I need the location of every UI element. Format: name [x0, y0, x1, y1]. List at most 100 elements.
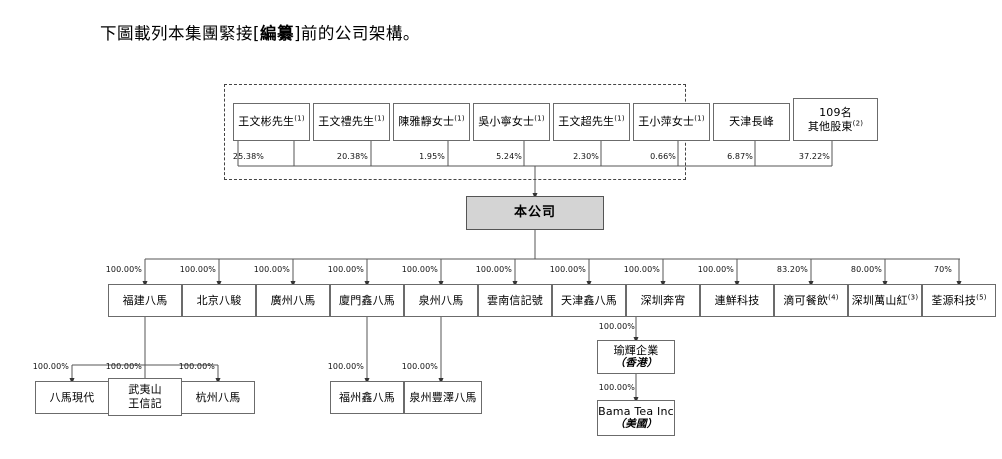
- subsubsidiary-pct-fuzhou-xin-bama: 100.00%: [327, 362, 364, 371]
- subsubsidiary-box-bama-tea-inc-us[interactable]: Bama Tea Inc （美國）: [597, 400, 675, 436]
- subsubsidiary-name: Bama Tea Inc: [598, 404, 674, 418]
- subsidiary-pct-shenzhen-benxiao: 100.00%: [623, 265, 660, 274]
- shareholder-name: 吳小寧女士: [478, 115, 535, 129]
- shareholder-pct-wu-xiaoning: 5.24%: [496, 152, 522, 161]
- subsubsidiary-pct-wuyishan-wangxinji: 100.00%: [105, 362, 142, 371]
- subsidiary-pct-yunnan-xinjihao: 100.00%: [475, 265, 512, 274]
- subsidiary-name: 連鮮科技: [714, 293, 760, 307]
- subsidiary-name: 廣州八馬: [270, 293, 316, 307]
- footnote-marker: (3): [907, 292, 919, 301]
- footnote-marker: (1): [294, 114, 305, 123]
- footnote-marker: (1): [694, 114, 705, 123]
- subsubsidiary-box-quanzhou-fengze-bama[interactable]: 泉州豐澤八馬: [404, 381, 482, 414]
- subsidiary-box-quanyuan-keji[interactable]: 荃源科技(5): [922, 284, 996, 317]
- subsidiary-pct-shenzhen-wanshanhong: 80.00%: [850, 265, 882, 274]
- subsubsidiary-box-wuyishan-wangxinji[interactable]: 武夷山 王信記: [108, 378, 182, 416]
- company-box-main[interactable]: 本公司: [466, 196, 604, 230]
- subsidiary-pct-lianxian-keji: 100.00%: [697, 265, 734, 274]
- subsubsidiary-pct-bama-xiandai: 100.00%: [32, 362, 69, 371]
- footnote-marker: (5): [976, 292, 987, 301]
- subsidiary-box-beijing-bajun[interactable]: 北京八駿: [182, 284, 256, 317]
- shareholder-box-wang-wenbin[interactable]: 王文彬先生(1): [233, 103, 310, 141]
- shareholder-box-wang-xiaoping[interactable]: 王小萍女士(1): [633, 103, 710, 141]
- subsidiary-name: 北京八駿: [196, 293, 242, 307]
- shareholder-pct-wang-wenbin: 25.38%: [232, 152, 264, 161]
- subsubsidiary-jurisdiction: （美國）: [614, 418, 658, 431]
- shareholder-pct-other-shareholders: 37.22%: [798, 152, 830, 161]
- subsidiary-box-shenzhen-wanshanhong[interactable]: 深圳萬山紅(3): [848, 284, 922, 317]
- subsidiary-box-lianxian-keji[interactable]: 連鮮科技: [700, 284, 774, 317]
- shareholder-box-wu-xiaoning[interactable]: 吳小寧女士(1): [473, 103, 550, 141]
- subsidiary-pct-quanzhou-bama: 100.00%: [401, 265, 438, 274]
- subsidiary-name: 福建八馬: [122, 293, 168, 307]
- shareholder-name-line1: 109名: [819, 105, 852, 119]
- subsidiary-name: 滴可餐飲: [783, 293, 829, 307]
- footnote-marker: (1): [614, 114, 625, 123]
- subsubsidiary-jurisdiction: （香港）: [614, 357, 658, 370]
- shareholder-box-tianjin-changfeng[interactable]: 天津長峰: [713, 103, 790, 141]
- subsubsidiary-name: 瑜輝企業: [613, 343, 659, 357]
- subsubsidiary-pct-hangzhou-bama: 100.00%: [178, 362, 215, 371]
- subsubsidiary-pct-yuhui-qiye: 100.00%: [598, 322, 635, 331]
- subsubsidiary-name-line1: 武夷山: [128, 383, 162, 397]
- subsubsidiary-box-yuhui-qiye-hk[interactable]: 瑜輝企業 （香港）: [597, 340, 675, 374]
- footnote-marker: (2): [852, 118, 864, 127]
- company-name: 本公司: [513, 204, 556, 220]
- subsidiary-name: 荃源科技: [931, 293, 977, 307]
- subsidiary-name: 雲南信記號: [487, 293, 543, 307]
- shareholder-box-wang-wenli[interactable]: 王文禮先生(1): [313, 103, 390, 141]
- subsidiary-box-guangzhou-bama[interactable]: 廣州八馬: [256, 284, 330, 317]
- shareholder-pct-wang-xiaoping: 0.66%: [650, 152, 676, 161]
- subsubsidiary-name: 福州鑫八馬: [339, 390, 395, 404]
- subsidiary-pct-fujian-bama: 100.00%: [105, 265, 142, 274]
- subsidiary-pct-guangzhou-bama: 100.00%: [253, 265, 290, 274]
- subsubsidiary-name: 泉州豐澤八馬: [409, 390, 477, 404]
- intro-text-before: 下圖載列本集團緊接[: [100, 24, 260, 43]
- subsidiary-name: 深圳奔宵: [640, 293, 686, 307]
- footnote-marker: (1): [534, 114, 545, 123]
- subsidiary-pct-xiamen-xin-bama: 100.00%: [327, 265, 364, 274]
- shareholder-box-other-shareholders[interactable]: 109名 其他股東(2): [793, 98, 878, 141]
- shareholder-name: 王文超先生: [558, 115, 615, 129]
- subsidiary-box-xiamen-xin-bama[interactable]: 廈門鑫八馬: [330, 284, 404, 317]
- subsubsidiary-box-bama-xiandai[interactable]: 八馬現代: [35, 381, 109, 414]
- subsubsidiary-name-line2: 王信記: [128, 397, 162, 410]
- subsidiary-pct-tianjin-xin-bama: 100.00%: [549, 265, 586, 274]
- shareholder-name: 王小萍女士: [638, 115, 695, 129]
- subsidiary-pct-beijing-bajun: 100.00%: [179, 265, 216, 274]
- page-title: 下圖載列本集團緊接[編纂]前的公司架構。: [100, 20, 420, 44]
- shareholder-box-chen-yajing[interactable]: 陳雅靜女士(1): [393, 103, 470, 141]
- subsidiary-box-fujian-bama[interactable]: 福建八馬: [108, 284, 182, 317]
- subsidiary-name: 泉州八馬: [418, 293, 464, 307]
- subsubsidiary-pct-quanzhou-fengze-bama: 100.00%: [401, 362, 438, 371]
- shareholder-name: 王文禮先生: [318, 115, 375, 129]
- footnote-marker: (1): [454, 114, 465, 123]
- subsidiary-box-shenzhen-benxiao[interactable]: 深圳奔宵: [626, 284, 700, 317]
- subsidiary-name: 天津鑫八馬: [561, 293, 617, 307]
- shareholder-pct-tianjin-changfeng: 6.87%: [727, 152, 753, 161]
- shareholder-pct-wang-wenchao: 2.30%: [573, 152, 599, 161]
- shareholder-name: 王文彬先生: [238, 115, 295, 129]
- subsidiary-box-tianjin-xin-bama[interactable]: 天津鑫八馬: [552, 284, 626, 317]
- subsubsidiary-box-fuzhou-xin-bama[interactable]: 福州鑫八馬: [330, 381, 404, 414]
- subsidiary-box-yunnan-xinjihao[interactable]: 雲南信記號: [478, 284, 552, 317]
- shareholder-name-line2: 其他股東: [807, 119, 853, 133]
- subsidiary-box-quanzhou-bama[interactable]: 泉州八馬: [404, 284, 478, 317]
- subsubsidiary-pct-bama-tea-inc: 100.00%: [598, 383, 635, 392]
- shareholder-name: 天津長峰: [729, 115, 774, 129]
- shareholder-pct-chen-yajing: 1.95%: [419, 152, 445, 161]
- subsubsidiary-box-hangzhou-bama[interactable]: 杭州八馬: [181, 381, 255, 414]
- footnote-marker: (1): [374, 114, 385, 123]
- subsubsidiary-name: 杭州八馬: [195, 390, 241, 404]
- shareholder-name: 陳雅靜女士: [398, 115, 455, 129]
- intro-text-after: ]前的公司架構。: [293, 24, 420, 43]
- intro-text-bold: 編纂: [259, 24, 294, 43]
- subsidiary-name: 廈門鑫八馬: [339, 293, 395, 307]
- shareholder-box-wang-wenchao[interactable]: 王文超先生(1): [553, 103, 630, 141]
- footnote-marker: (4): [828, 292, 839, 301]
- shareholder-pct-wang-wenli: 20.38%: [336, 152, 368, 161]
- subsubsidiary-name: 八馬現代: [49, 390, 95, 404]
- subsidiary-name: 深圳萬山紅: [851, 293, 908, 307]
- subsidiary-box-dike-canyin[interactable]: 滴可餐飲(4): [774, 284, 848, 317]
